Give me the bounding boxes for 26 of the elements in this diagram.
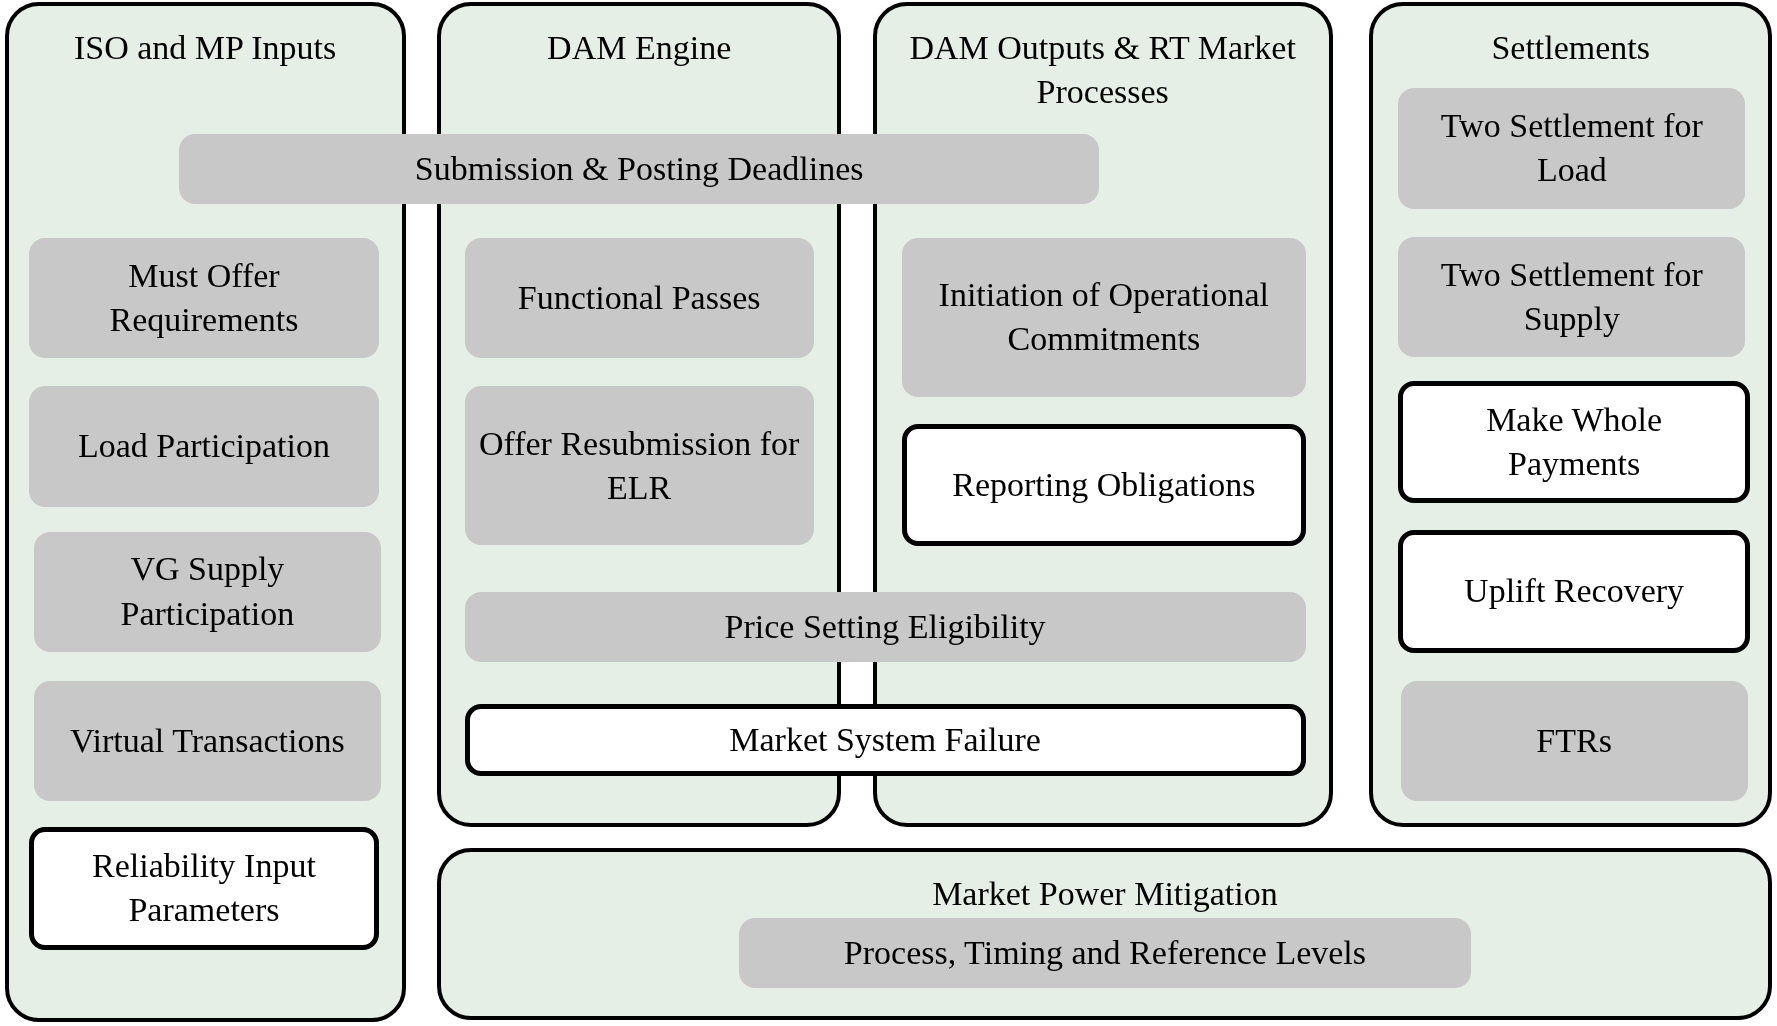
group-panel xyxy=(1369,2,1773,828)
topic-box: Load Participation xyxy=(29,386,379,507)
panel-title: Settlements xyxy=(1490,28,1652,69)
panel-title: ISO and MP Inputs xyxy=(73,28,338,69)
topic-box: Submission & Posting Deadlines xyxy=(179,133,1100,204)
topic-box: Initiation of Operational Commitments xyxy=(902,238,1306,397)
topic-box: Must Offer Requirements xyxy=(29,238,379,359)
group-panel xyxy=(437,847,1773,1020)
topic-box: FTRs xyxy=(1400,681,1748,802)
topic-box: Two Settlement for Load xyxy=(1398,88,1746,209)
group-panel xyxy=(4,2,406,1023)
outlined-topic-box: Make Whole Payments xyxy=(1398,380,1750,504)
topic-box: Functional Passes xyxy=(464,238,814,359)
outlined-topic-box: Uplift Recovery xyxy=(1398,530,1750,653)
topic-box: Offer Resubmission for ELR xyxy=(464,386,814,546)
topic-box: VG Supply Participation xyxy=(34,531,381,652)
topic-box: Process, Timing and Reference Levels xyxy=(738,917,1471,989)
outlined-topic-box: Reliability Input Parameters xyxy=(29,827,379,950)
panel-title: Market Power Mitigation xyxy=(931,873,1279,914)
panel-title: DAM Engine xyxy=(546,28,733,69)
topic-box: Two Settlement for Supply xyxy=(1398,236,1746,357)
outlined-topic-box: Market System Failure xyxy=(464,703,1306,777)
topic-box: Price Setting Eligibility xyxy=(464,591,1306,662)
topic-box: Virtual Transactions xyxy=(34,681,381,802)
panel-title: DAM Outputs & RT Market Processes xyxy=(908,28,1297,113)
outlined-topic-box: Reporting Obligations xyxy=(902,423,1306,547)
